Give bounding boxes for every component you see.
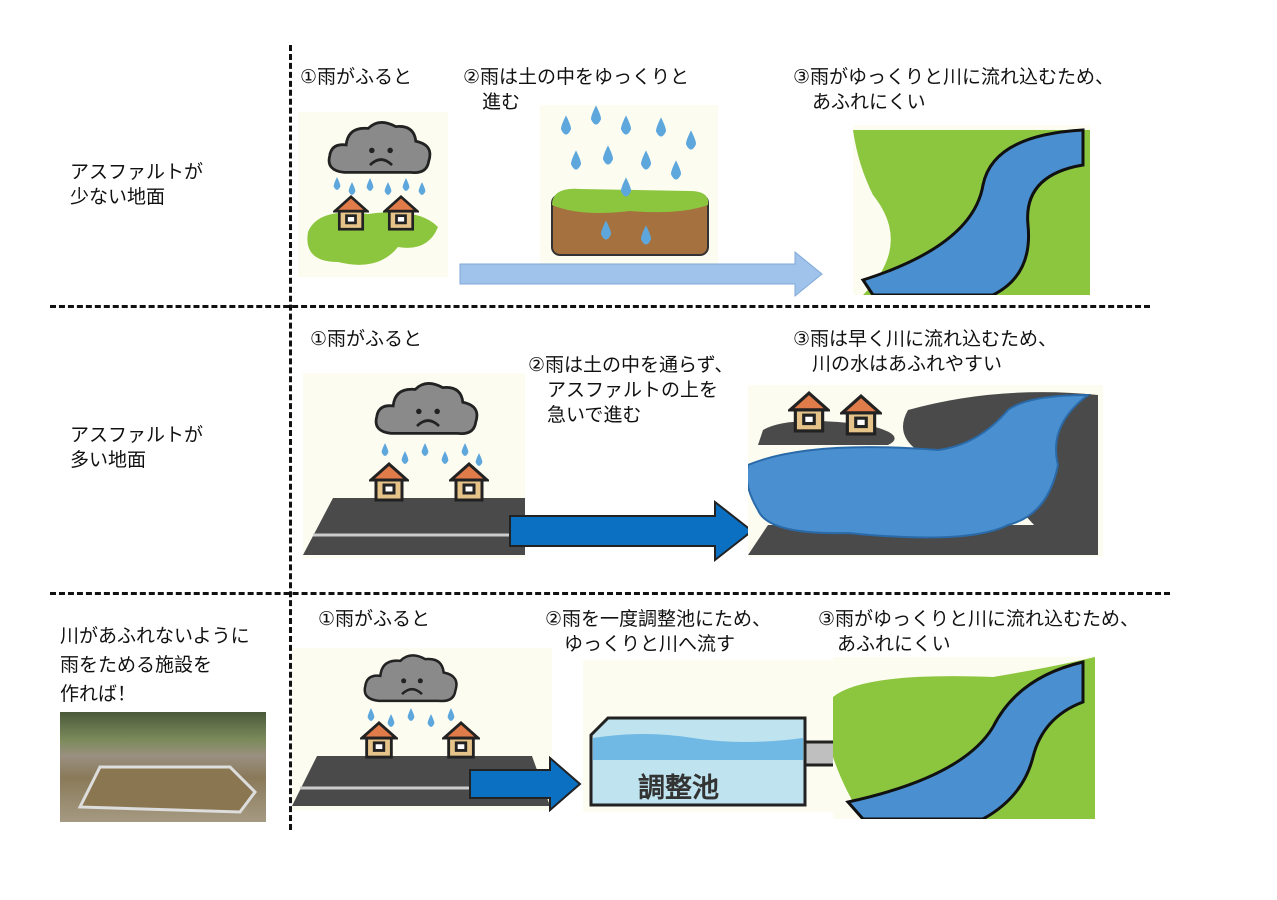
row2-step2-text: ②雨は土の中を通らず、 アスファルトの上を 急いで進む — [528, 354, 734, 426]
fast-flow-arrow — [509, 499, 754, 563]
row2-step3-text: ③雨は早く川に流れ込むため、 川の水はあふれやすい — [793, 328, 1058, 375]
retention-pond-photo — [60, 712, 266, 822]
row3-step1-text: ①雨がふると — [318, 608, 431, 630]
row3-step3-text: ③雨がゆっくりと川に流れ込むため、 あふれにくい — [818, 608, 1140, 655]
sad-cloud-icon — [374, 382, 479, 436]
tank-label: 調整池 — [638, 773, 719, 804]
slow-flow-arrow — [459, 250, 823, 298]
row2-step1-text: ①雨がふると — [310, 328, 423, 350]
house-icon — [369, 462, 409, 502]
row-label-few-asphalt: アスファルトが 少ない地面 — [70, 161, 204, 208]
rain-on-grass-illustration — [298, 112, 448, 277]
flow-to-pond-arrow — [469, 755, 582, 813]
sad-cloud-icon — [327, 121, 432, 175]
retention-pond-tank-illustration: 調整池 — [583, 660, 833, 812]
house-icon — [383, 195, 419, 231]
row1-step2-text: ②雨は土の中をゆっくりと 進む — [463, 66, 690, 113]
house-icon — [360, 721, 398, 759]
vertical-divider — [289, 45, 292, 830]
row-label-facility: 川があふれないように 雨をためる施設を 作れば！ — [60, 625, 250, 705]
calm-river-illustration — [853, 125, 1090, 295]
house-icon — [333, 195, 369, 231]
row-divider-1 — [50, 305, 1150, 308]
row1-step1-text: ①雨がふると — [300, 66, 413, 88]
row3-step2-text: ②雨を一度調整池にため、 ゆっくりと川へ流す — [545, 608, 772, 655]
house-icon — [840, 394, 882, 436]
calm-river-illustration-2 — [833, 657, 1095, 819]
row1-step3-text: ③雨がゆっくりと川に流れ込むため、 あふれにくい — [793, 66, 1115, 113]
row-divider-2 — [50, 592, 1170, 595]
rain-on-asphalt-illustration — [303, 373, 525, 558]
raindrops-icon — [381, 443, 483, 466]
soil-absorption-illustration — [540, 105, 718, 265]
house-icon — [449, 462, 489, 502]
row-label-much-asphalt: アスファルトが 多い地面 — [70, 424, 204, 471]
house-icon — [788, 391, 830, 433]
raindrops-icon — [333, 177, 426, 195]
house-icon — [442, 721, 480, 759]
flooding-river-illustration — [748, 385, 1103, 557]
sad-cloud-icon — [363, 654, 458, 703]
